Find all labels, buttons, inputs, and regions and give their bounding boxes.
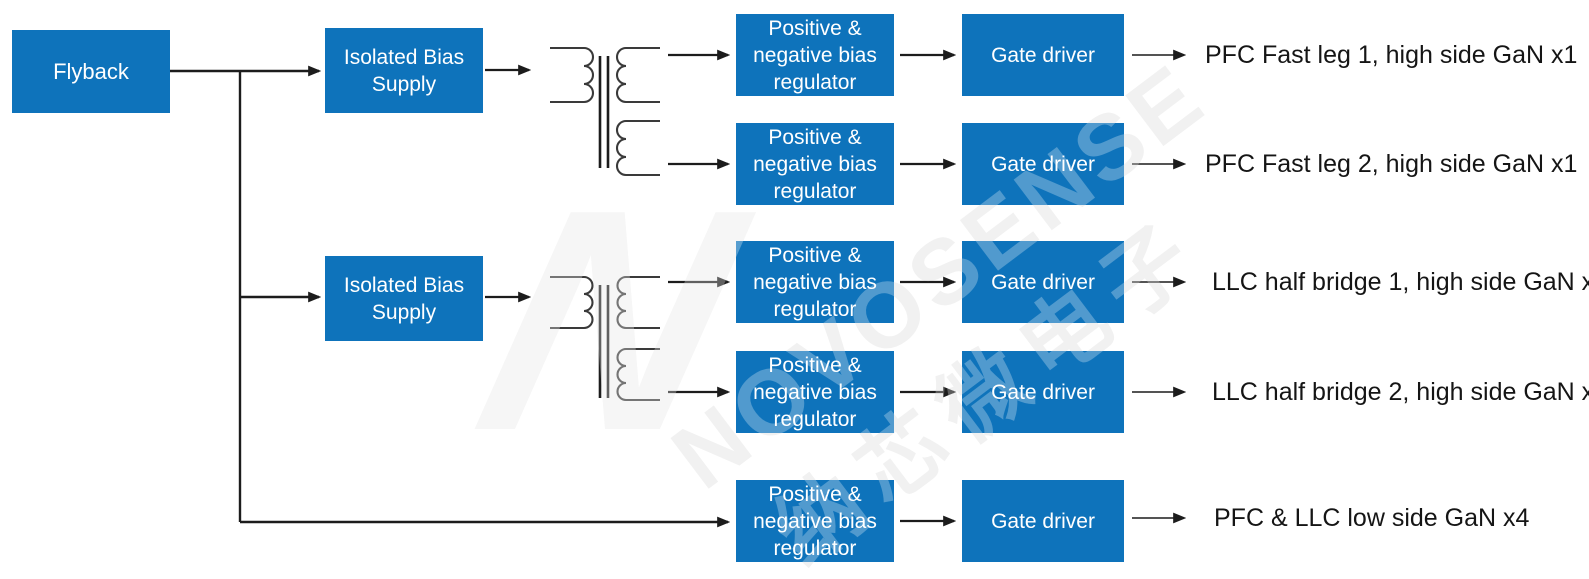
gate-driver-block-1: Gate driver [962, 14, 1124, 96]
bias-regulator-block-3: Positive & negative bias regulator [736, 241, 894, 323]
bias-regulator-block-5: Positive & negative bias regulator [736, 480, 894, 562]
flyback-block: Flyback [12, 30, 170, 113]
transformer-icon [550, 46, 660, 177]
bias-regulator-block-2: Positive & negative bias regulator [736, 123, 894, 205]
transformer-icon [550, 275, 660, 402]
regulator-to-gatedriver-wires [900, 49, 957, 527]
bias-regulator-block-1: Positive & negative bias regulator [736, 14, 894, 96]
secondary-winding-1 [615, 46, 660, 104]
transformer-to-regulator-wires [668, 49, 731, 398]
core-lines [598, 285, 610, 398]
gate-driver-block-4: Gate driver [962, 351, 1124, 433]
output-label-4: LLC half bridge 2, high side GaN x1 [1212, 378, 1589, 406]
secondary-winding-2 [616, 347, 660, 402]
primary-winding [550, 275, 594, 330]
flyback-distribution-wires [170, 65, 731, 528]
output-label-3: LLC half bridge 1, high side GaN x1 [1212, 268, 1589, 296]
gate-driver-block-2: Gate driver [962, 123, 1124, 205]
output-label-1: PFC Fast leg 1, high side GaN x1 [1205, 41, 1578, 69]
gate-driver-block-5: Gate driver [962, 480, 1124, 562]
output-label-2: PFC Fast leg 2, high side GaN x1 [1205, 150, 1578, 178]
isolated-bias-supply-block-2: Isolated Bias Supply [325, 256, 483, 341]
primary-winding [550, 46, 595, 104]
gatedriver-output-wires [1132, 49, 1187, 524]
bias-regulator-block-4: Positive & negative bias regulator [736, 351, 894, 433]
gate-driver-block-3: Gate driver [962, 241, 1124, 323]
core-lines [598, 56, 610, 168]
output-label-5: PFC & LLC low side GaN x4 [1214, 504, 1530, 532]
secondary-winding-2 [615, 119, 660, 177]
secondary-winding-1 [616, 275, 660, 330]
bias-to-transformer-wires [485, 64, 532, 303]
isolated-bias-supply-block-1: Isolated Bias Supply [325, 28, 483, 113]
